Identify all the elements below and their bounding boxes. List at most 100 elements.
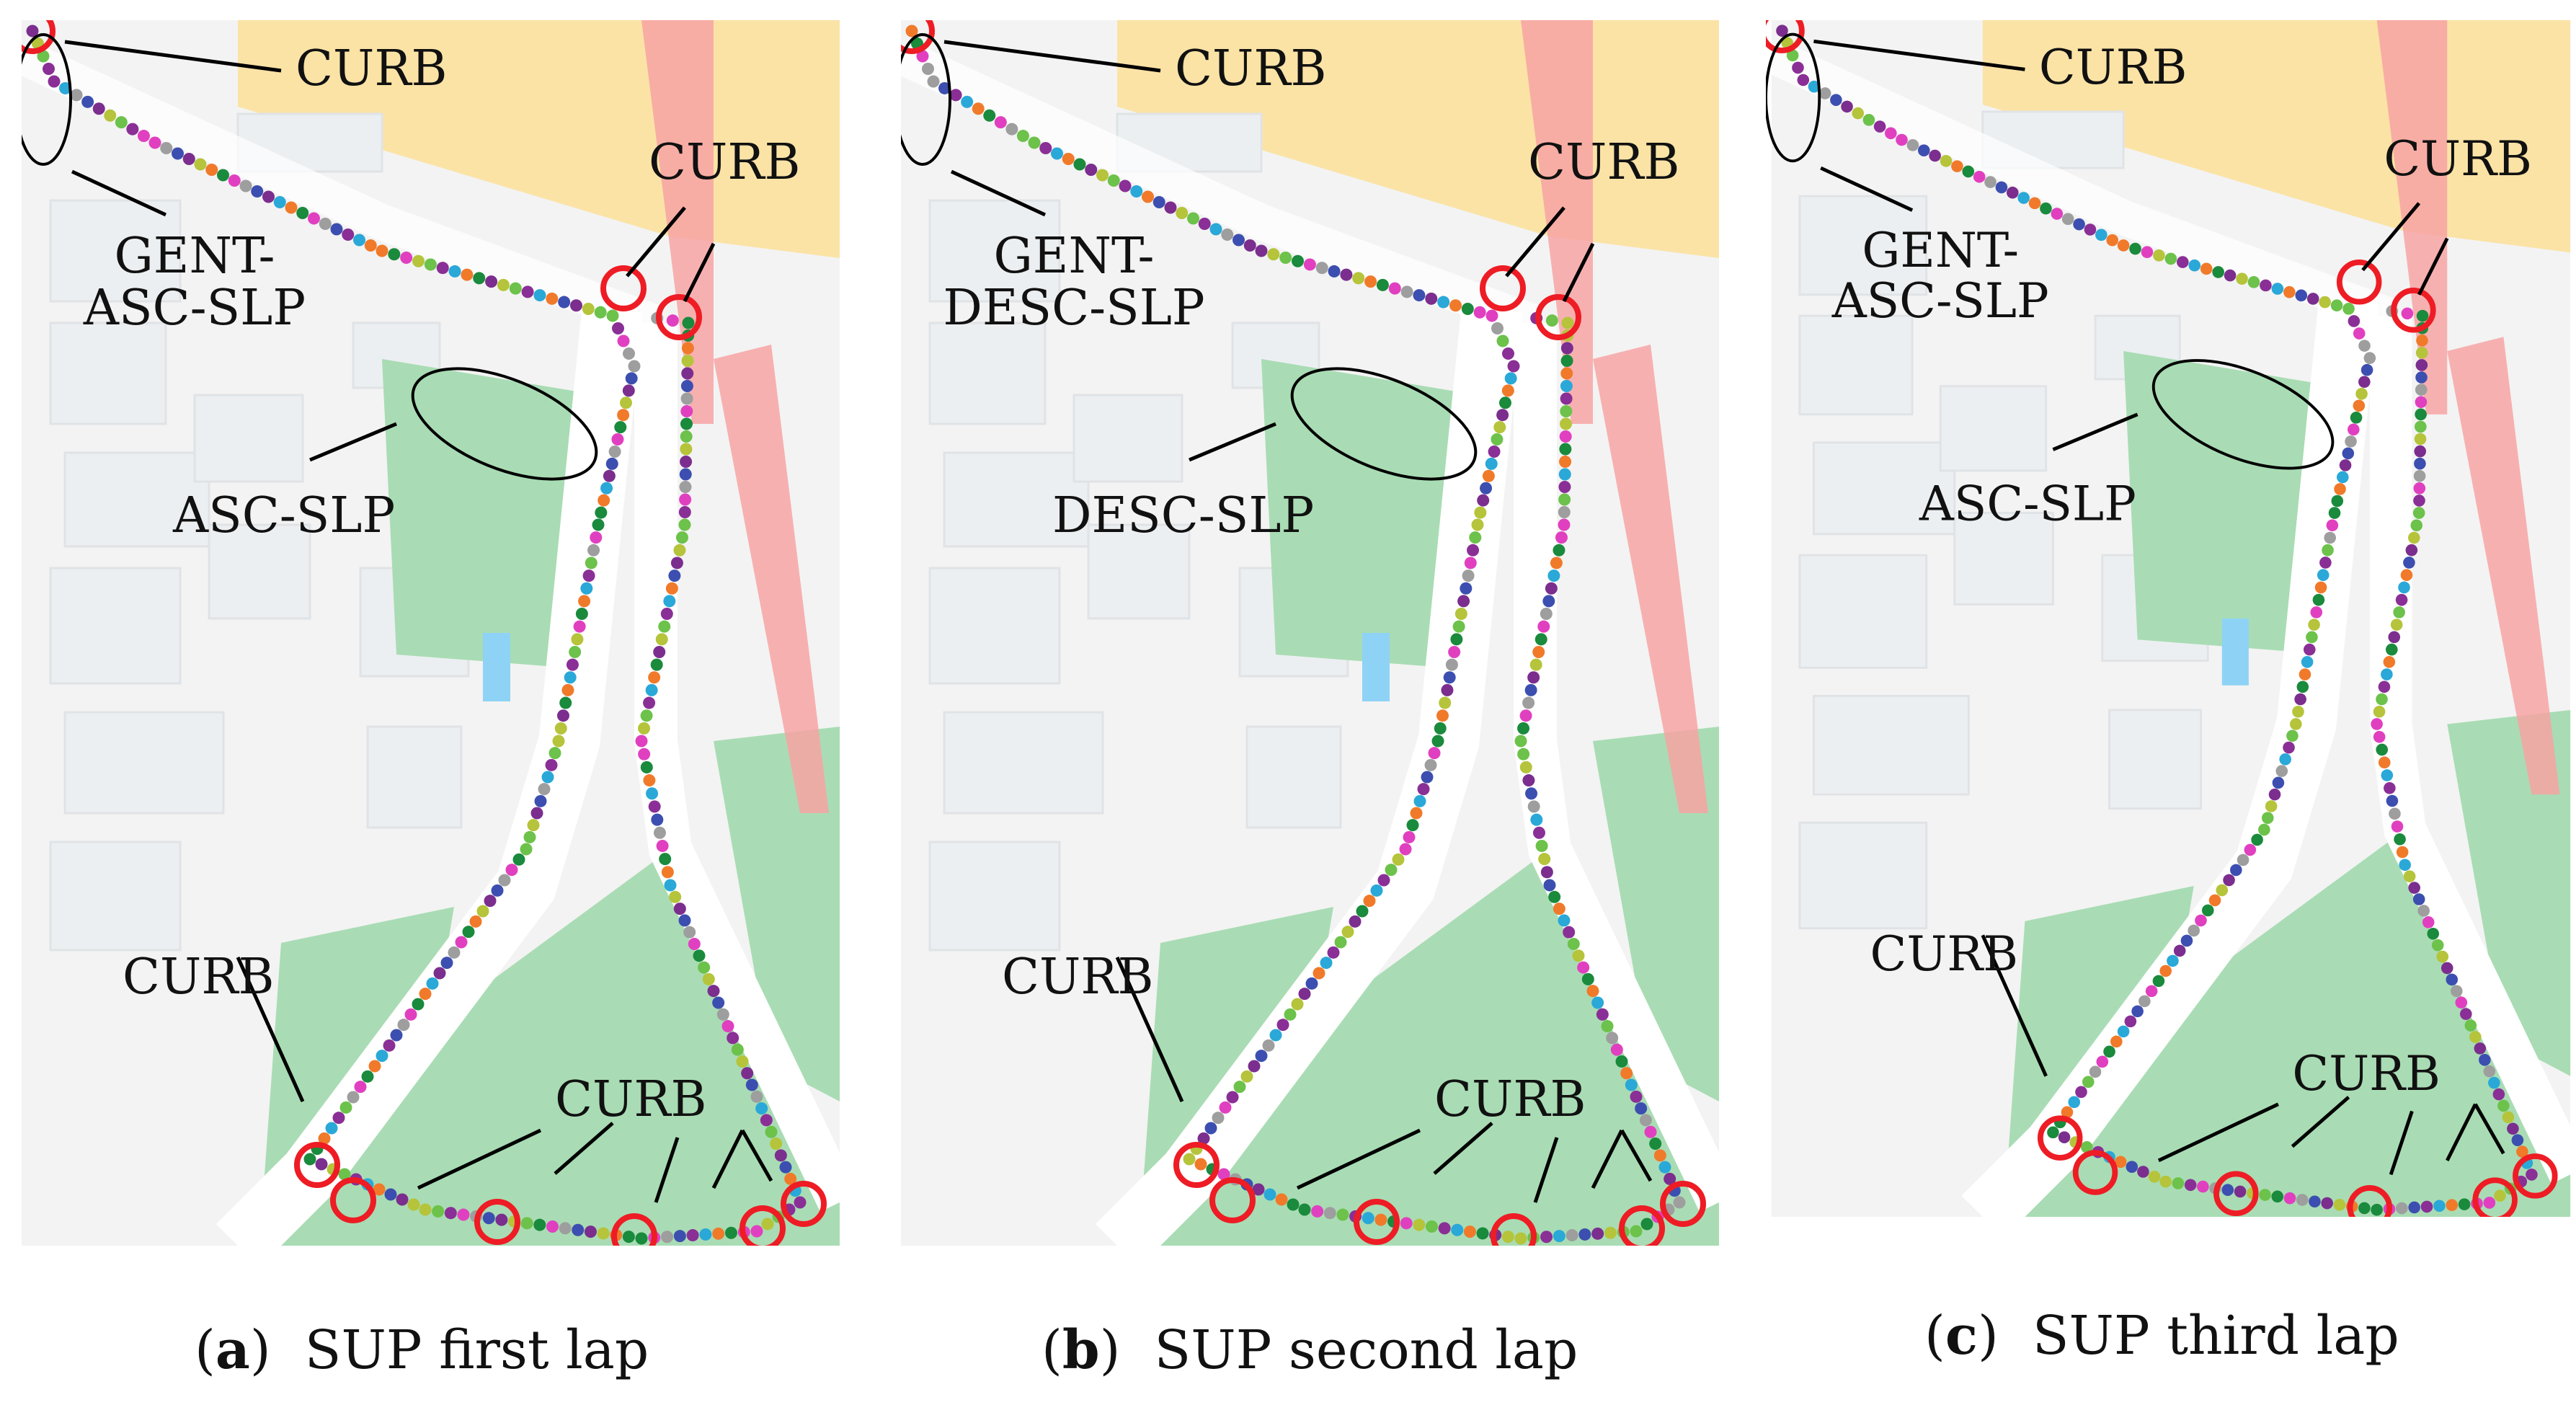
region-ellipse — [22, 33, 72, 166]
building-block — [1245, 725, 1342, 829]
route-dot — [2511, 1134, 2524, 1146]
route-dot — [2414, 433, 2427, 445]
route-dot — [1388, 282, 1401, 295]
route-dot — [436, 262, 449, 275]
route-dot — [1596, 1008, 1609, 1021]
route-dot — [1501, 384, 1514, 397]
building-block — [366, 725, 463, 829]
route-dot — [761, 1218, 774, 1231]
route-dot — [1403, 830, 1416, 843]
route-dot — [1555, 531, 1568, 544]
route-dot — [2006, 186, 2019, 199]
route-dot — [546, 292, 559, 305]
route-dot — [2216, 884, 2229, 897]
route-dot — [2415, 396, 2428, 409]
route-dot — [1377, 874, 1390, 887]
leader-line — [626, 206, 686, 278]
route-dot — [296, 207, 309, 219]
route-dot — [1275, 1193, 1288, 1206]
route-dot — [712, 1227, 725, 1240]
route-dot — [2306, 631, 2318, 644]
building-block — [2108, 709, 2202, 810]
route-dot — [721, 1020, 734, 1033]
route-dot — [368, 1060, 381, 1073]
route-dot — [228, 174, 241, 187]
route-dot — [37, 50, 50, 63]
route-dot — [2458, 1198, 2471, 1210]
route-dot — [1428, 747, 1441, 760]
route-dot — [476, 905, 489, 918]
route-dot — [1107, 174, 1120, 187]
route-dot — [656, 839, 669, 852]
caption-a: (a) SUP first lap — [195, 1319, 649, 1381]
route-dot — [1460, 582, 1473, 595]
building-block — [63, 451, 210, 548]
park-top — [2123, 350, 2335, 654]
building-block — [208, 523, 311, 620]
route-dot — [2373, 730, 2386, 743]
route-dot — [1563, 926, 1576, 939]
route-dot — [315, 1158, 328, 1171]
route-dot — [2068, 1096, 2081, 1109]
route-dot — [770, 1138, 783, 1151]
route-dot — [2153, 249, 2165, 262]
route-dot — [2410, 519, 2423, 532]
route-dot — [2188, 924, 2200, 937]
leader-line — [309, 422, 397, 462]
route-dot — [1540, 608, 1553, 621]
route-dot — [681, 355, 694, 367]
route-dot — [521, 285, 534, 298]
route-dot — [424, 258, 437, 271]
route-dot — [1176, 207, 1189, 219]
route-dot — [1221, 229, 1234, 241]
route-dot — [1374, 1213, 1387, 1226]
route-dot — [2415, 359, 2428, 371]
route-dot — [1476, 1227, 1489, 1240]
route-dot — [2173, 944, 2186, 957]
route-dot — [2180, 934, 2193, 947]
route-dot — [1560, 367, 1573, 380]
building-block — [1812, 441, 1956, 536]
map-label: CURB — [1002, 949, 1154, 1006]
route-dot — [2197, 1180, 2209, 1193]
route-dot — [1493, 421, 1506, 434]
route-dot — [1276, 1019, 1289, 1032]
route-dot — [1984, 176, 1997, 188]
route-dot — [679, 481, 692, 493]
route-dot — [448, 946, 461, 959]
route-dot — [2381, 769, 2394, 781]
route-dot — [48, 75, 61, 88]
route-dot — [2148, 1171, 2161, 1183]
route-dot — [498, 874, 511, 887]
route-dot — [680, 456, 693, 468]
route-dot — [679, 493, 692, 506]
leader-line — [1813, 39, 2025, 71]
rail-corridor — [714, 345, 829, 813]
route-dot — [1558, 506, 1571, 518]
route-dot — [2294, 693, 2306, 706]
route-dot — [2450, 985, 2463, 998]
route-dot — [558, 296, 571, 309]
route-dot — [2295, 289, 2308, 302]
route-dot — [2403, 557, 2415, 569]
route-dot — [440, 957, 453, 970]
route-dot — [397, 1019, 410, 1032]
route-dot — [983, 109, 996, 122]
route-dot — [2296, 681, 2309, 693]
caption-c-letter: c — [1945, 1305, 1978, 1367]
route-dot — [1995, 181, 2008, 194]
route-dot — [2089, 1065, 2102, 1078]
map-label: GENT-DESC-SLP — [943, 228, 1204, 337]
route-dot — [1507, 360, 1520, 373]
leader-line — [554, 1122, 614, 1175]
curb-marker — [294, 1142, 340, 1188]
road-top — [22, 40, 662, 340]
route-dot — [2403, 870, 2416, 882]
route-dot — [578, 595, 591, 608]
route-dot — [1527, 800, 1540, 813]
route-dot — [2330, 299, 2343, 312]
route-dot — [731, 1043, 744, 1056]
caption-a-text: SUP first lap — [304, 1319, 649, 1381]
route-dot — [2328, 507, 2341, 519]
route-dot — [484, 895, 497, 908]
